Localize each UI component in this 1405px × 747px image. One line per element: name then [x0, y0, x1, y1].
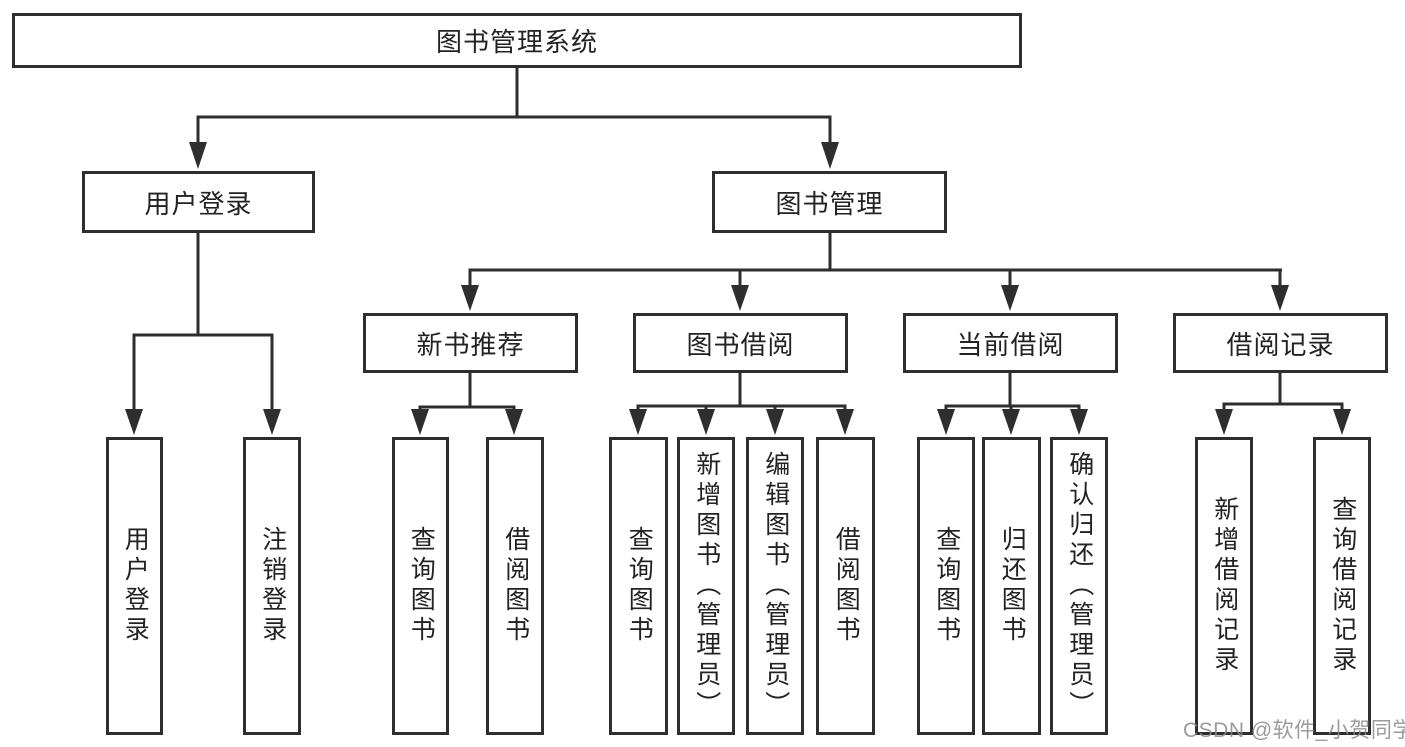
- watermark: CSDN @软件_小贺同学: [1183, 719, 1405, 742]
- node-label: 新增图书（管理员）: [692, 451, 721, 721]
- node-label: 新增借阅记录: [1210, 496, 1239, 676]
- node-label: 图书借阅: [686, 329, 795, 360]
- node-label: 查询图书: [625, 526, 654, 646]
- node-label: 借阅图书: [501, 526, 530, 646]
- leaf-add-book-admin: 新增图书（管理员）: [677, 437, 735, 735]
- node-new-book-recommendation: 新书推荐: [363, 313, 578, 373]
- node-label: 注销登录: [258, 526, 287, 646]
- node-label: 查询图书: [407, 526, 436, 646]
- node-label: 查询借阅记录: [1328, 496, 1357, 676]
- leaf-edit-book-admin: 编辑图书（管理员）: [746, 437, 804, 735]
- node-label: 图书管理系统: [435, 27, 598, 57]
- leaf-search-borrow-record: 查询借阅记录: [1313, 437, 1371, 735]
- leaf-search-books-current: 查询图书: [917, 437, 975, 735]
- node-label: 归还图书: [998, 526, 1027, 646]
- node-label: 用户登录: [144, 188, 253, 219]
- node-label: 查询图书: [932, 526, 961, 646]
- node-book-management-system: 图书管理系统: [12, 13, 1022, 68]
- node-user-login: 用户登录: [82, 171, 315, 233]
- node-label: 当前借阅: [956, 329, 1065, 360]
- leaf-return-books: 归还图书: [982, 437, 1041, 735]
- leaf-add-borrow-record: 新增借阅记录: [1195, 437, 1253, 735]
- node-borrowing-records: 借阅记录: [1173, 313, 1388, 373]
- leaf-borrow-books-borrowing: 借阅图书: [816, 437, 875, 735]
- leaf-borrow-books-recommend: 借阅图书: [486, 437, 544, 735]
- node-label: 图书管理: [775, 188, 884, 219]
- leaf-user-login: 用户登录: [106, 437, 163, 735]
- node-label: 编辑图书（管理员）: [761, 451, 790, 721]
- node-book-borrowing: 图书借阅: [633, 313, 848, 373]
- arrowheads: [125, 142, 1351, 435]
- node-label: 借阅记录: [1226, 329, 1335, 360]
- leaf-search-books-recommend: 查询图书: [392, 437, 449, 735]
- node-label: 借阅图书: [832, 526, 861, 646]
- node-book-management: 图书管理: [712, 171, 947, 233]
- leaf-search-books-borrowing: 查询图书: [609, 437, 668, 735]
- leaf-confirm-return-admin: 确认归还（管理员）: [1050, 437, 1108, 735]
- node-label: 确认归还（管理员）: [1065, 451, 1094, 721]
- node-label: 用户登录: [121, 526, 150, 646]
- node-label: 新书推荐: [416, 329, 525, 360]
- node-current-borrowing: 当前借阅: [903, 313, 1118, 373]
- leaf-logout: 注销登录: [243, 437, 301, 735]
